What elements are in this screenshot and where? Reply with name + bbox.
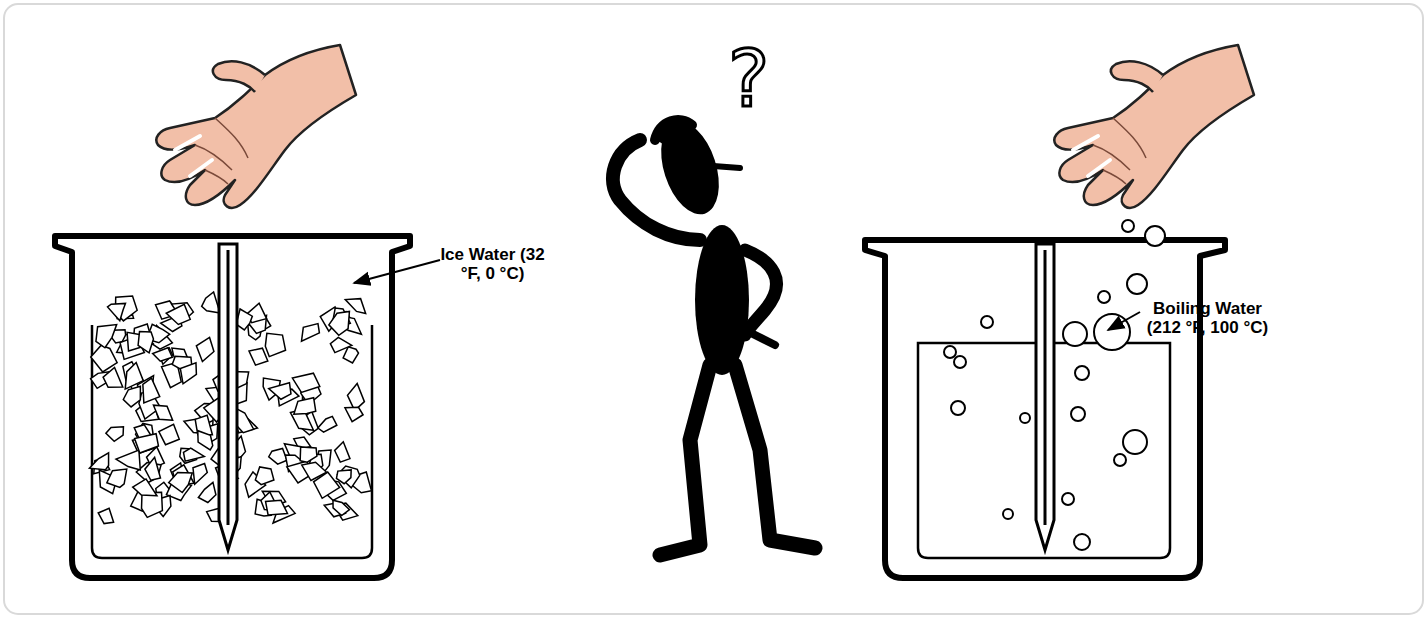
- beaker-label: Boiling Water (212 °F, 100 °C): [1140, 300, 1275, 337]
- ice-piece: [314, 472, 340, 498]
- bubble: [1063, 322, 1087, 346]
- ice-piece: [116, 450, 140, 470]
- ice-piece: [236, 309, 252, 330]
- bubble: [1123, 430, 1147, 454]
- ice-piece: [143, 378, 160, 403]
- ice-beaker: [55, 236, 410, 578]
- bubble: [981, 316, 993, 328]
- ice-piece: [106, 427, 124, 442]
- puzzled-figure: [613, 114, 815, 555]
- bubble: [1145, 226, 1165, 246]
- ice-piece: [300, 447, 317, 462]
- leader-arrow: [1108, 312, 1140, 330]
- bubble: [1114, 454, 1126, 466]
- ice-piece: [98, 508, 113, 523]
- bubble: [1122, 220, 1134, 232]
- ice-piece: [96, 325, 117, 348]
- hand: [156, 45, 356, 208]
- bubble: [954, 356, 966, 368]
- ice-piece: [301, 324, 319, 342]
- ice-piece: [166, 304, 190, 324]
- ice-piece: [292, 373, 319, 392]
- boiling-beaker: [865, 220, 1225, 578]
- ice-piece: [335, 442, 350, 462]
- ice-piece: [198, 431, 213, 450]
- ice-piece: [329, 311, 350, 335]
- ice-piece: [294, 398, 316, 415]
- bubble: [1127, 274, 1147, 294]
- ice-piece: [153, 405, 172, 420]
- ice-piece: [145, 457, 161, 480]
- ice-piece: [138, 332, 153, 353]
- hand: [1054, 45, 1254, 208]
- ice-piece: [336, 470, 351, 484]
- ice-piece: [135, 434, 159, 453]
- bubble: [1003, 509, 1013, 519]
- ice-piece: [183, 448, 204, 461]
- ice-piece: [269, 383, 291, 400]
- ice-piece: [255, 467, 274, 485]
- bubble: [1020, 413, 1030, 423]
- ice-piece: [347, 384, 364, 411]
- ice-piece: [193, 464, 207, 485]
- leader-arrow: [354, 260, 440, 283]
- ice-piece: [343, 347, 358, 363]
- ice-piece: [169, 473, 193, 493]
- ice-piece: [345, 407, 363, 421]
- ice-piece: [198, 482, 216, 502]
- ice-piece: [269, 448, 287, 464]
- bubble: [1062, 493, 1074, 505]
- ice-piece: [333, 500, 350, 515]
- bubble: [1074, 534, 1090, 550]
- ice-piece: [125, 363, 143, 390]
- ice-piece: [91, 345, 117, 372]
- ice-piece: [318, 416, 337, 432]
- ice-piece: [108, 303, 126, 320]
- ice-piece: [133, 479, 157, 496]
- bubble: [1075, 366, 1089, 380]
- ice-piece: [107, 469, 127, 487]
- ice-piece: [153, 348, 173, 361]
- bubble: [951, 401, 965, 415]
- bubble: [1094, 314, 1130, 350]
- ice-piece: [159, 424, 179, 444]
- bubble: [944, 346, 956, 358]
- ice-piece: [202, 292, 220, 313]
- beaker-label: Ice Water (32 °F, 0 °C): [440, 246, 545, 283]
- ice-piece: [180, 363, 196, 384]
- ice-piece: [123, 386, 140, 407]
- ice-piece: [330, 337, 351, 352]
- bubble: [1098, 291, 1110, 303]
- ice-piece: [249, 348, 268, 365]
- question-mark: ?: [728, 40, 769, 118]
- bubble: [1071, 407, 1085, 421]
- ice-piece: [196, 337, 214, 361]
- ice-piece: [266, 500, 288, 515]
- ice-piece: [265, 333, 285, 356]
- ice-piece: [89, 453, 108, 470]
